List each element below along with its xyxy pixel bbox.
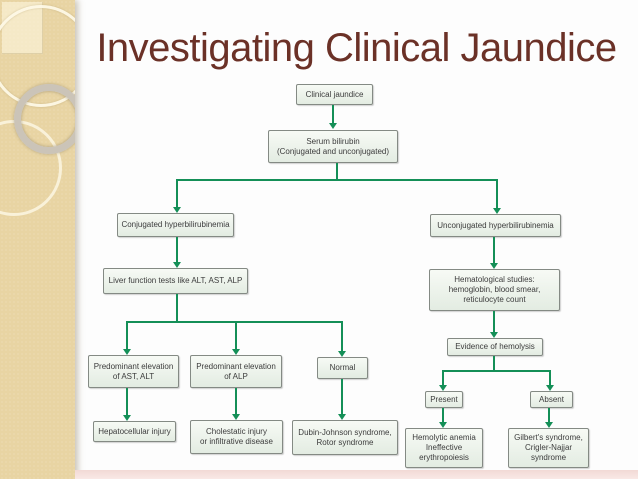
node-label: Gilbert's syndrome, xyxy=(514,433,583,442)
connector-line xyxy=(493,356,495,371)
node-label: Present xyxy=(430,394,458,404)
connector-line xyxy=(126,321,343,323)
arrow-down-icon xyxy=(490,332,498,338)
arrow-down-icon xyxy=(338,351,346,357)
node-label: syndrome xyxy=(530,453,567,462)
node-hematological-studies: Hematological studies: hemoglobin, blood… xyxy=(429,269,560,311)
connector-line xyxy=(126,321,128,349)
connector-line xyxy=(442,408,444,422)
connector-line xyxy=(235,321,237,349)
node-label: Dubin-Johnson syndrome, xyxy=(298,427,392,437)
arrow-down-icon xyxy=(123,415,131,421)
bottom-strip-decoration xyxy=(75,470,638,479)
arrow-down-icon xyxy=(546,385,554,391)
connector-line xyxy=(176,237,178,262)
node-liver-function-tests: Liver function tests like ALT, AST, ALP xyxy=(103,268,248,294)
connector-line xyxy=(341,321,343,351)
connector-line xyxy=(493,311,495,332)
node-hemolytic-anemia: Hemolytic anemia Ineffective erythropoie… xyxy=(405,428,483,468)
arrow-down-icon xyxy=(173,207,181,213)
arrow-down-icon xyxy=(338,414,346,420)
node-gilberts-crigler-najjar: Gilbert's syndrome, Crigler-Najjar syndr… xyxy=(508,428,589,468)
connector-line xyxy=(442,370,551,372)
connector-line xyxy=(332,105,334,123)
node-label: Rotor syndrome xyxy=(316,437,374,447)
node-label: hemoglobin, blood smear, xyxy=(448,285,541,294)
node-present: Present xyxy=(425,391,463,408)
arrow-down-icon xyxy=(493,208,501,214)
node-label: Clinical jaundice xyxy=(305,89,364,99)
node-conjugated-hyperbilirubinemia: Conjugated hyperbilirubinemia xyxy=(117,213,234,237)
connector-line xyxy=(341,379,343,414)
node-clinical-jaundice: Clinical jaundice xyxy=(296,84,373,105)
node-label: Hepatocellular injury xyxy=(98,426,171,436)
arrow-down-icon xyxy=(329,123,337,129)
connector-line xyxy=(493,237,495,263)
node-dubin-johnson-rotor: Dubin-Johnson syndrome, Rotor syndrome xyxy=(292,420,398,455)
node-label: Conjugated hyperbilirubinemia xyxy=(121,220,230,229)
node-label: Evidence of hemolysis xyxy=(455,342,535,351)
node-label: reticulocyte count xyxy=(463,295,526,304)
node-label: Predominant elevation xyxy=(93,361,174,371)
connector-line xyxy=(176,179,178,207)
node-hepatocellular-injury: Hepatocellular injury xyxy=(93,421,176,442)
node-label: Cholestatic injury xyxy=(206,427,267,436)
node-label: Crigler-Najjar xyxy=(524,443,573,452)
arrow-down-icon xyxy=(490,263,498,269)
node-predominant-elevation-ast-alt: Predominant elevation of AST, ALT xyxy=(88,355,179,388)
node-label: Hematological studies: xyxy=(454,275,535,284)
arrow-down-icon xyxy=(439,385,447,391)
arrow-down-icon xyxy=(232,349,240,355)
node-label: Unconjugated hyperbilirubinemia xyxy=(437,220,554,230)
node-label: or infiltrative disease xyxy=(200,437,273,446)
node-label: of AST, ALT xyxy=(112,371,155,381)
node-label: Liver function tests like ALT, AST, ALP xyxy=(108,276,243,285)
node-label: (Conjugated and unconjugated) xyxy=(276,146,390,156)
node-label: Absent xyxy=(539,394,564,404)
node-label: Hemolytic anemia xyxy=(412,433,476,442)
node-label: of ALP xyxy=(224,371,248,381)
node-label: Serum bilirubin xyxy=(306,136,360,146)
node-absent: Absent xyxy=(530,391,573,408)
connector-line xyxy=(549,370,551,385)
node-label: erythropoiesis xyxy=(419,453,469,462)
node-evidence-of-hemolysis: Evidence of hemolysis xyxy=(447,338,543,356)
connector-line xyxy=(442,370,444,385)
connector-line xyxy=(496,179,498,208)
connector-line xyxy=(235,388,237,414)
node-predominant-elevation-alp: Predominant elevation of ALP xyxy=(190,355,282,388)
node-unconjugated-hyperbilirubinemia: Unconjugated hyperbilirubinemia xyxy=(430,214,561,237)
arrow-down-icon xyxy=(545,422,553,428)
arrow-down-icon xyxy=(439,422,447,428)
connector-line xyxy=(176,179,498,181)
sidebar-decoration xyxy=(0,0,75,479)
node-label: Ineffective xyxy=(425,443,463,452)
connector-line xyxy=(176,294,178,322)
ring-decoration-icon xyxy=(14,84,75,154)
node-normal: Normal xyxy=(317,357,368,379)
node-serum-bilirubin: Serum bilirubin (Conjugated and unconjug… xyxy=(268,130,398,163)
connector-line xyxy=(336,163,338,181)
arrow-down-icon xyxy=(123,349,131,355)
arrow-down-icon xyxy=(173,262,181,268)
node-label: Normal xyxy=(329,363,356,372)
connector-line xyxy=(548,408,550,422)
node-cholestatic-injury: Cholestatic injury or infiltrative disea… xyxy=(190,420,283,454)
page-title: Investigating Clinical Jaundice xyxy=(96,26,617,70)
node-label: Predominant elevation xyxy=(196,361,276,371)
connector-line xyxy=(126,388,128,415)
arrow-down-icon xyxy=(232,414,240,420)
